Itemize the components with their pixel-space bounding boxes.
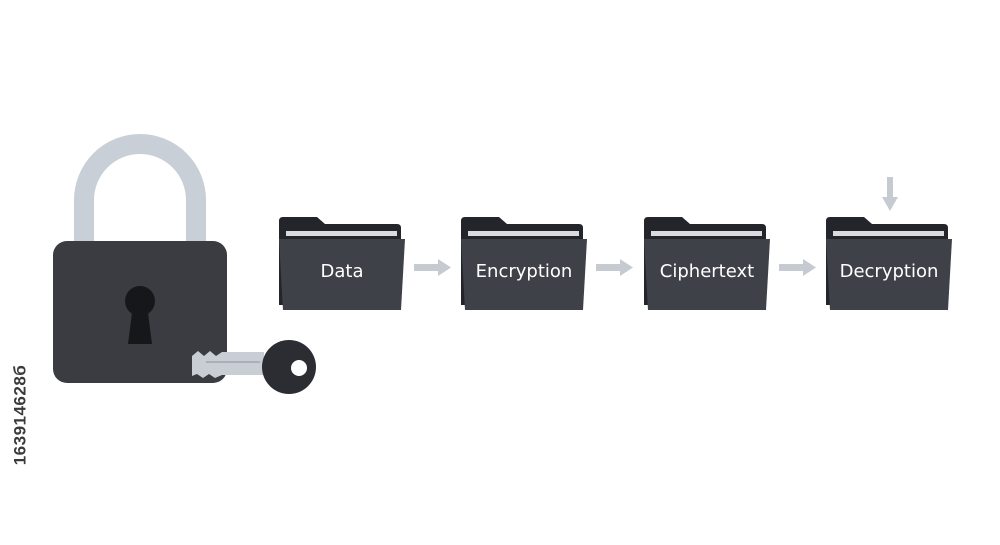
key-head <box>262 340 316 394</box>
padlock-icon <box>53 134 227 383</box>
padlock-shackle <box>74 134 206 245</box>
arrow-down-icon <box>882 177 898 211</box>
key-icon <box>192 340 316 394</box>
step-label: Decryption <box>840 261 939 282</box>
step-label: Ciphertext <box>660 261 754 282</box>
folder-encryption: Encryption <box>461 217 587 310</box>
folder-decryption: Decryption <box>826 217 952 310</box>
folder-data: Data <box>279 217 405 310</box>
keyhole-icon <box>125 286 155 344</box>
stock-id-watermark: 163914628б <box>9 300 31 530</box>
arrow-right-icon <box>596 259 633 276</box>
arrow-right-icon <box>414 259 451 276</box>
step-label: Encryption <box>476 261 573 282</box>
key-blade <box>192 351 264 378</box>
key-hole <box>291 360 307 376</box>
stock-id-text: 163914628б <box>10 364 29 466</box>
folder-ciphertext: Ciphertext <box>644 217 770 310</box>
arrow-right-icon <box>779 259 816 276</box>
step-label: Data <box>321 261 364 282</box>
